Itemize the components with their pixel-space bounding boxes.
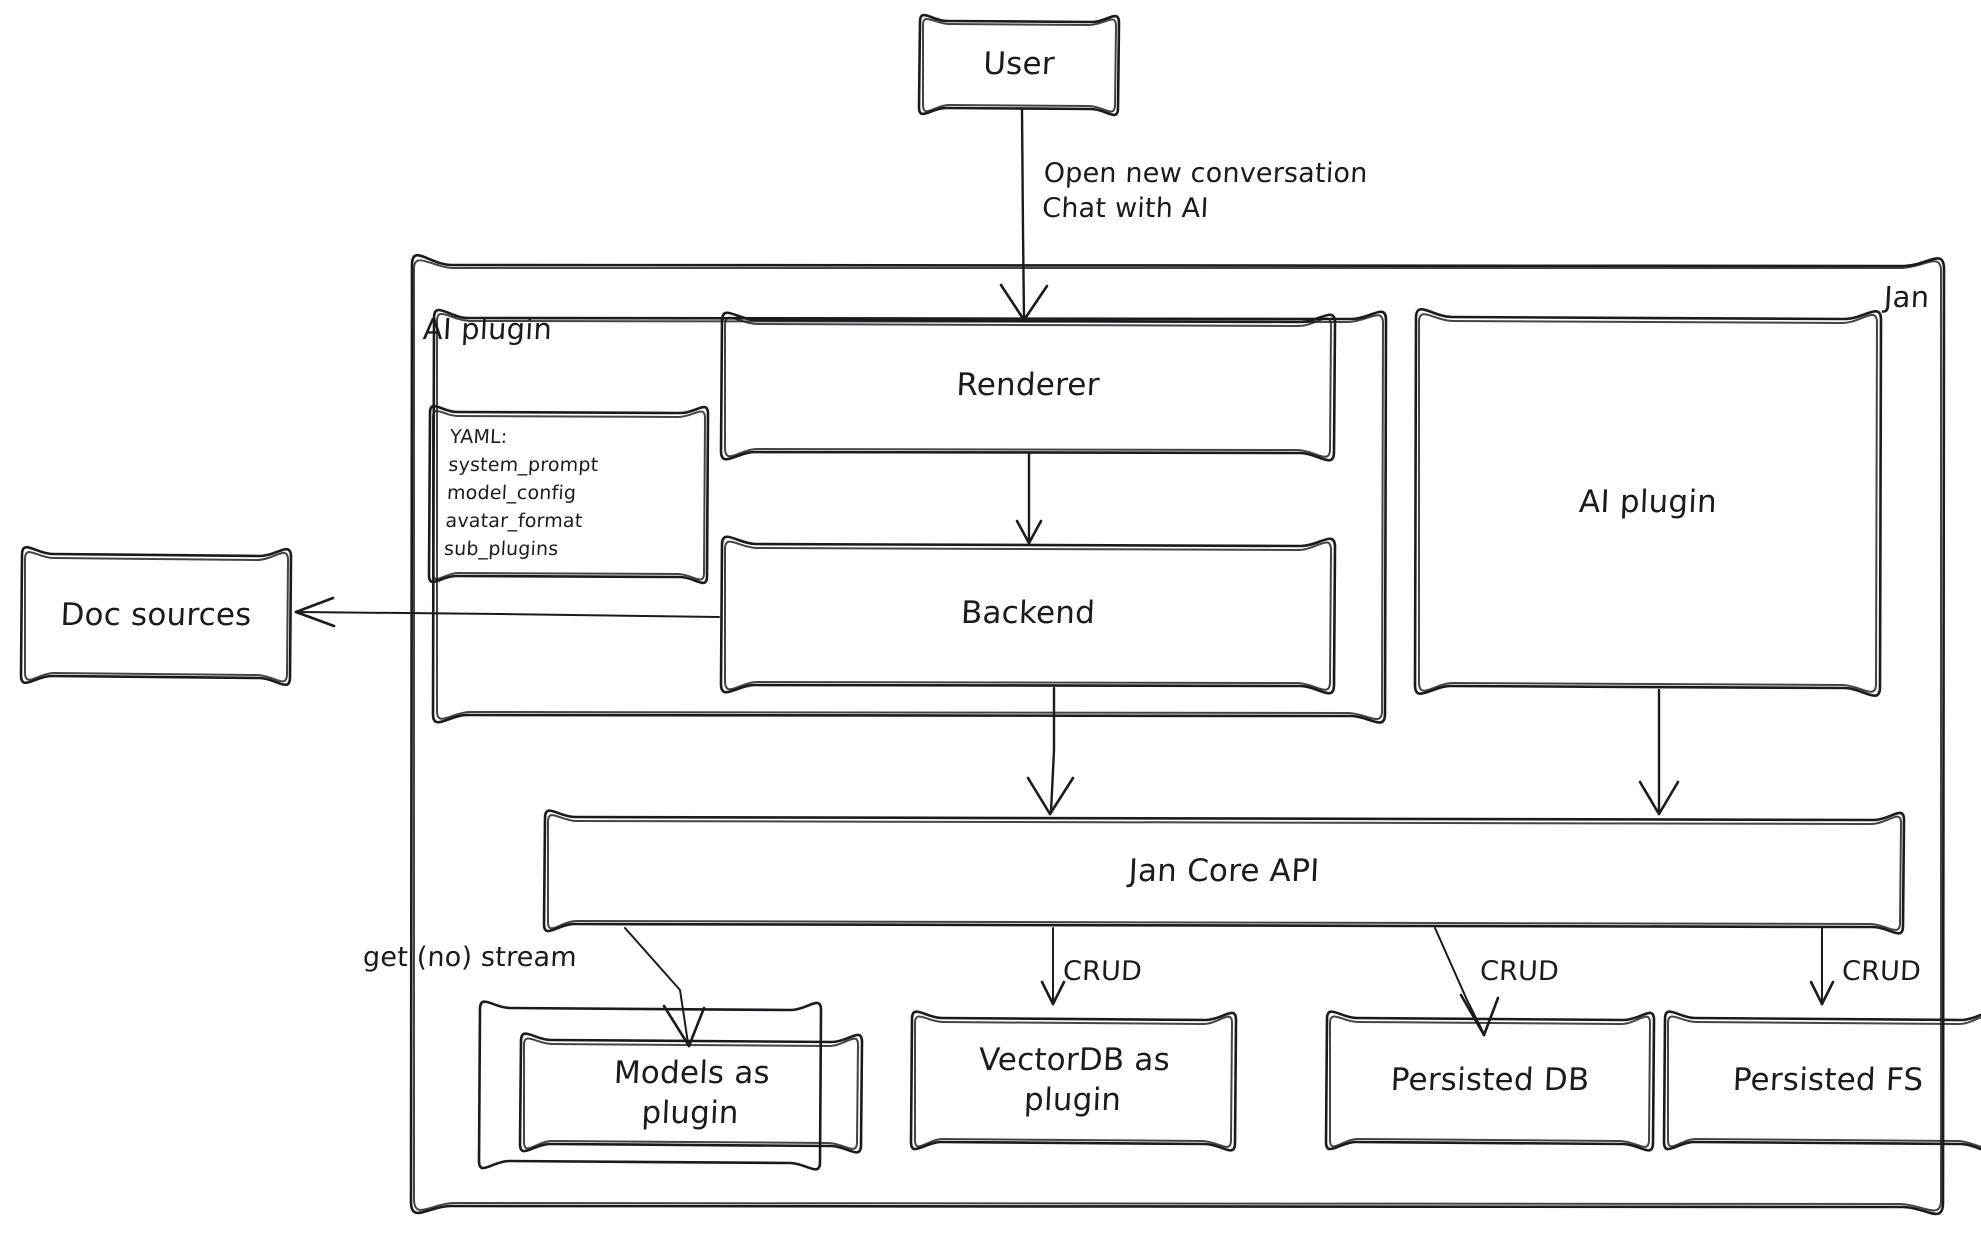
container-label-ai-plugin-group: AI plugin [422,312,554,346]
node-ai-plugin-shape [1413,308,1883,697]
yaml-note-text: YAML: system_prompt model_config avatar_… [443,426,599,561]
edge-renderer-to-backend [1015,452,1043,545]
edge-ai-plugin-to-jan-core-api [1638,688,1680,816]
edge-jan-core-api-to-vectordb [1040,927,1066,1006]
node-persisted-fs-shape [1662,1010,1981,1151]
node-persisted-db-shape [1324,1010,1656,1152]
edge-backend-to-doc-sources [294,596,720,628]
container-label-jan: Jan [1883,280,1931,314]
edge-label-crud-persisted-db: CRUD [1479,956,1560,987]
edge-label-crud-persisted-fs: CRUD [1841,956,1922,987]
container-jan-shape [409,253,1946,1216]
node-label-doc-sources[interactable]: Doc sources [59,597,253,634]
container-ai-plugin-group-shape [431,308,1388,724]
node-models-as-plugin-shape [518,1032,864,1154]
node-label-user[interactable]: User [982,46,1056,83]
node-backend-shape [719,535,1337,695]
edge-label-crud-vectordb: CRUD [1062,956,1143,987]
node-user-shape [917,13,1121,117]
edge-backend-to-jan-core-api [1026,686,1075,816]
node-renderer-shape [719,311,1337,462]
node-label-jan-core-api[interactable]: Jan Core API [1127,853,1321,890]
yaml-note-shape [427,404,710,585]
node-models-as-plugin-outer-shape [477,1000,823,1171]
node-vectordb-as-plugin-shape [909,1010,1238,1152]
edge-jan-core-api-to-models [624,927,706,1048]
edge-jan-core-api-to-persisted-fs [1809,927,1835,1006]
edge-jan-core-api-to-persisted-db [1434,927,1500,1037]
edge-label-get-no-stream: get (no) stream [362,942,578,973]
edge-label-user-to-renderer: Open new conversation Chat with AI [1041,158,1369,224]
node-label-persisted-fs[interactable]: Persisted FS [1732,1062,1925,1099]
node-label-vectordb-as-plugin[interactable]: VectorDB as plugin [978,1042,1171,1118]
edge-user-to-renderer [999,108,1049,322]
node-label-models-as-plugin[interactable]: Models as plugin [613,1055,771,1131]
node-doc-sources-shape [19,545,293,687]
node-label-renderer[interactable]: Renderer [955,367,1101,404]
node-label-ai-plugin[interactable]: AI plugin [1578,484,1718,521]
node-jan-core-api-shape [542,809,1906,935]
node-label-backend[interactable]: Backend [960,595,1096,632]
node-label-persisted-db[interactable]: Persisted DB [1389,1062,1591,1099]
